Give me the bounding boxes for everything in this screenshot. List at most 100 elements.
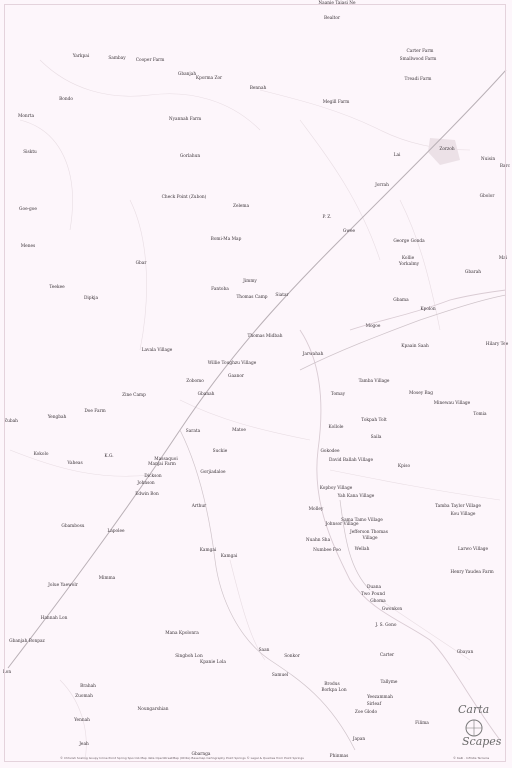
place-label: Dickson <box>144 473 162 479</box>
place-label: Kpiso <box>397 463 411 469</box>
place-label: Zoe Glodo <box>354 709 378 715</box>
place-label: Duana <box>366 584 382 590</box>
place-label: Minewau Village <box>433 400 471 406</box>
main-highway <box>7 69 507 669</box>
place-label: Yarkpai <box>72 53 90 59</box>
place-label: Tallyme <box>380 679 398 685</box>
place-label: Megill Farm <box>322 99 350 105</box>
place-label: Zobomo <box>186 378 204 384</box>
place-label: Nuisin <box>480 156 496 162</box>
place-label: Teekee <box>49 284 65 290</box>
place-label: Gbambosu <box>61 523 85 529</box>
place-label: Lavala Village <box>141 347 173 353</box>
place-label: P. Z. <box>322 214 332 220</box>
place-label: J. S. Gono <box>375 622 397 628</box>
place-label: Bealtor <box>323 15 341 21</box>
place-label: Yennah <box>74 717 90 723</box>
place-label: Noungarshian <box>137 706 169 712</box>
place-label: Suckie <box>212 448 228 454</box>
place-label: Gorjiadaloe <box>200 469 226 475</box>
minor-road <box>9 449 151 477</box>
place-label: Lai <box>393 152 401 158</box>
place-label: Nyannah Farm <box>168 116 202 122</box>
place-label: Smallwood Farm <box>399 56 437 62</box>
place-label: Gwee <box>342 228 356 234</box>
minor-road <box>229 559 266 661</box>
place-label: Mana Kpolonra <box>165 630 199 636</box>
place-label: Kollie <box>401 255 415 261</box>
place-label: Manjai Farm <box>148 461 176 467</box>
place-label: Mosey Bag <box>409 390 433 396</box>
place-label: Nuahn Sha <box>305 537 331 543</box>
place-label: Check Point (Zubon) <box>161 194 207 200</box>
place-label: Kokolo <box>33 451 49 457</box>
place-label: Saila <box>370 434 382 440</box>
place-label: Gbarnga <box>191 751 211 757</box>
place-label: Gbayan <box>456 649 474 655</box>
place-label: Tamba Taylor Village <box>435 503 481 509</box>
place-label: Borkpa Lon <box>321 687 347 693</box>
place-label: Kpanie Lola <box>200 659 226 665</box>
place-label: Lapolee <box>107 528 125 534</box>
place-label: Gbanjah <box>177 71 197 77</box>
place-label: Massaquoi <box>154 456 178 462</box>
place-label: Sisktu <box>23 149 37 155</box>
place-label: Gbanjah Bonpaz <box>9 638 45 644</box>
place-label: Cooper Farm <box>135 57 165 63</box>
place-label: Vaheas <box>67 460 83 466</box>
place-label: Jarwahah <box>302 351 324 357</box>
place-label: Kpolon <box>420 306 436 312</box>
place-label: Hannah Lon <box>40 615 68 621</box>
minor-road <box>379 599 471 661</box>
place-label: Bondo <box>59 96 73 102</box>
place-label: Samuel <box>271 672 289 678</box>
place-label: Jorrah <box>375 182 389 188</box>
place-label: Gbarah <box>464 269 482 275</box>
place-label: Jimmy <box>243 278 257 284</box>
place-label: Kporma Zor <box>195 75 223 81</box>
place-label: Molley <box>308 506 324 512</box>
place-label: Larwo Village <box>457 546 489 552</box>
minor-road <box>129 199 147 351</box>
place-label: Naanie Taiasi Ne <box>318 0 356 6</box>
place-label: Gwonkon <box>381 606 403 612</box>
attribution-text: © Chhvish Scaling Goupy Inline Point Spr… <box>60 756 304 760</box>
place-label: Tokpah Tolt <box>361 417 387 423</box>
place-label: Yengbah <box>47 414 67 420</box>
place-label: Zubah <box>4 418 18 424</box>
secondary-road <box>299 294 507 371</box>
place-label: Gaanor <box>228 373 244 379</box>
place-label: Henry Yaudea Farm <box>450 569 494 575</box>
place-label: Tomia <box>473 411 487 417</box>
place-label: Goe-goe <box>19 206 37 212</box>
place-label: Brodus <box>324 681 340 687</box>
river <box>349 289 507 331</box>
place-label: K.G. <box>104 453 114 459</box>
globe-icon <box>465 719 483 737</box>
minor-road <box>59 679 87 761</box>
cartascapes-logo: Carta Scapes <box>452 700 502 752</box>
place-label: Numbee Foo <box>313 547 341 553</box>
place-label: Mai <box>498 255 508 261</box>
place-label: Sambay <box>108 55 126 61</box>
place-label: Kou Village <box>450 511 476 517</box>
place-label: Gbanah <box>197 391 215 397</box>
place-label: Dipkja <box>83 295 99 301</box>
place-label: Doe Farm <box>84 408 106 414</box>
place-label: Filima <box>415 720 429 726</box>
place-label: Yorkalmy <box>398 261 420 267</box>
place-label: Mogoe <box>365 323 381 329</box>
place-label: Zorzoh <box>439 146 455 152</box>
place-label: George Gonda <box>393 238 425 244</box>
place-label: Japan <box>352 736 366 742</box>
place-label: Yah Kana Village <box>337 493 375 499</box>
logo-line2: Scapes <box>462 735 502 748</box>
place-label: Sirleaf <box>366 701 382 707</box>
place-label: Siatar <box>275 292 289 298</box>
town-area <box>428 138 460 165</box>
secondary-road <box>339 499 371 591</box>
minor-road <box>329 469 501 501</box>
place-label: Jefferson Thomas <box>350 529 388 535</box>
